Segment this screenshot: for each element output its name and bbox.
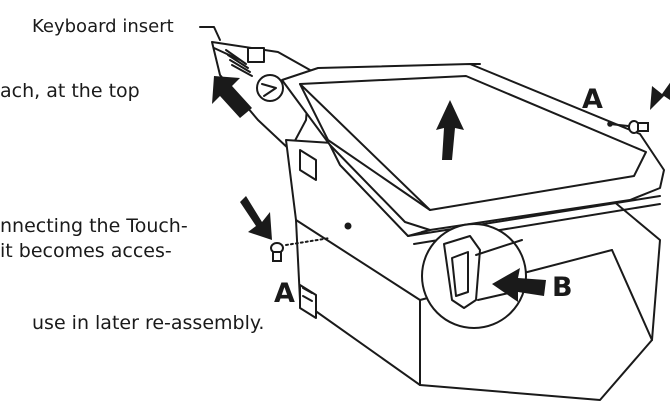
callout-a-right: A	[582, 84, 603, 115]
bold-arrow-icon-screw-left	[240, 196, 272, 240]
callout-b: B	[552, 272, 573, 303]
touch-screen-display	[299, 75, 647, 211]
bold-arrow-icon-screw-right	[650, 82, 670, 110]
bold-arrow-icon-insert	[212, 76, 252, 118]
body-text-line-3: it becomes acces-	[0, 240, 172, 262]
bold-arrow-icon-lid	[436, 100, 464, 160]
bold-arrow-icon-b	[492, 268, 546, 302]
keyboard-insert-label: Keyboard insert	[32, 16, 174, 37]
screw-icon-right	[628, 120, 649, 134]
screw-icon-left	[270, 242, 284, 262]
body-text-line-1: ach, at the top	[0, 80, 140, 102]
body-text-line-2: nnecting the Touch-	[0, 215, 188, 237]
callout-a-left: A	[274, 278, 295, 309]
body-text-line-4: use in later re-assembly.	[32, 312, 265, 334]
keyboard-insert-graphic	[225, 47, 284, 102]
keyboard-insert-leader	[199, 26, 221, 41]
